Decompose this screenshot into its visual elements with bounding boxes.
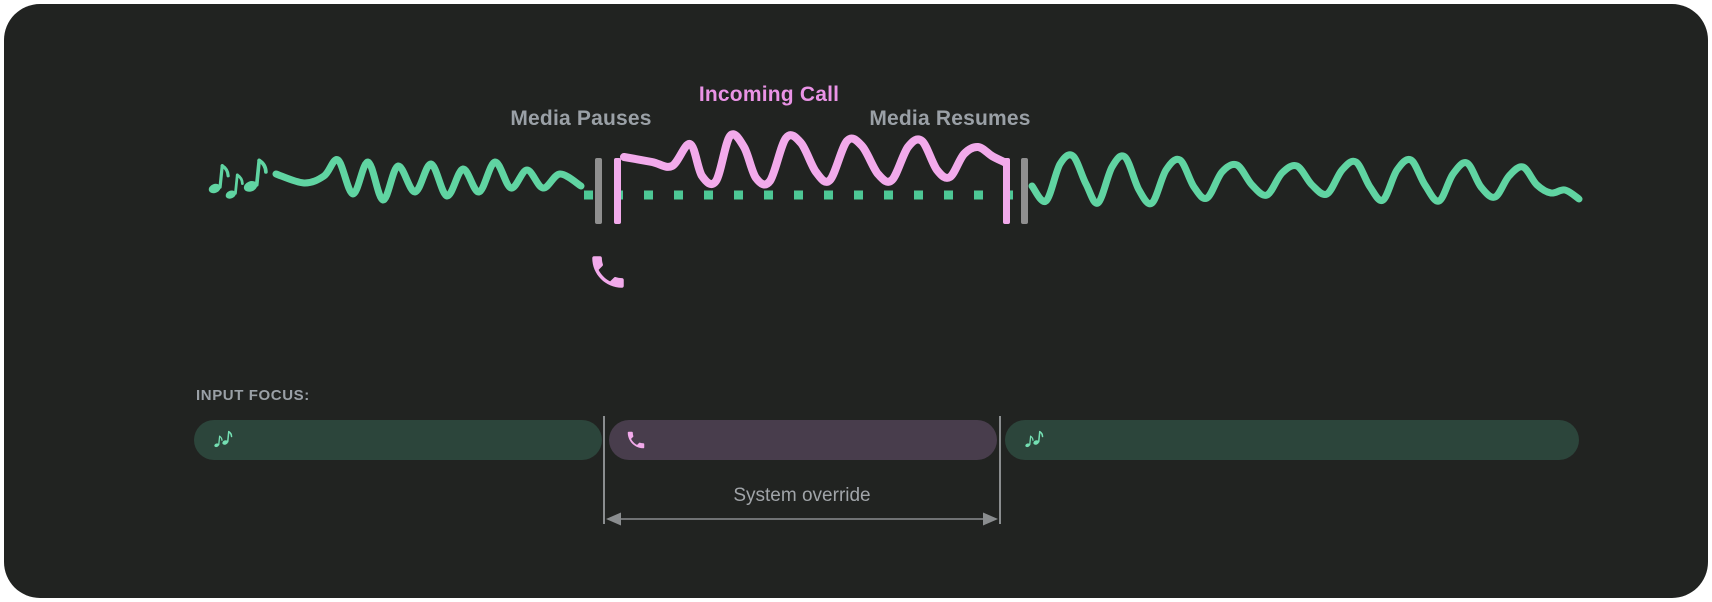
incoming-call-wave	[620, 130, 1008, 189]
music-notes-icon	[1024, 430, 1044, 449]
media-resumes-label: Media Resumes	[869, 107, 1031, 130]
system-override-arrow	[606, 512, 998, 526]
resume-marker-gray-bar	[1021, 158, 1028, 224]
focus-bar-media-after	[1005, 420, 1579, 460]
focus-bar-call-override	[609, 420, 997, 460]
pause-marker-pink-bar	[614, 158, 621, 224]
pause-marker-gray-bar	[595, 158, 602, 224]
media-pauses-label: Media Pauses	[510, 107, 652, 130]
phone-icon	[625, 429, 647, 451]
media-wave-after	[1028, 151, 1583, 208]
system-override-label: System override	[733, 485, 871, 506]
override-right-boundary-line	[999, 416, 1001, 524]
incoming-call-label: Incoming Call	[698, 83, 840, 106]
media-wave-before	[272, 156, 585, 204]
waveform-graphic	[272, 130, 1583, 224]
resume-marker-pink-bar	[1003, 158, 1010, 224]
override-left-boundary-line	[603, 416, 605, 524]
input-focus-heading: INPUT FOCUS:	[196, 387, 310, 404]
music-notes-icon	[213, 430, 233, 449]
phone-icon	[587, 251, 629, 293]
music-notes-icon	[205, 158, 268, 202]
dark-panel: Media Pauses Incoming Call Media Resumes…	[4, 4, 1708, 598]
focus-bar-media-before	[194, 420, 602, 460]
